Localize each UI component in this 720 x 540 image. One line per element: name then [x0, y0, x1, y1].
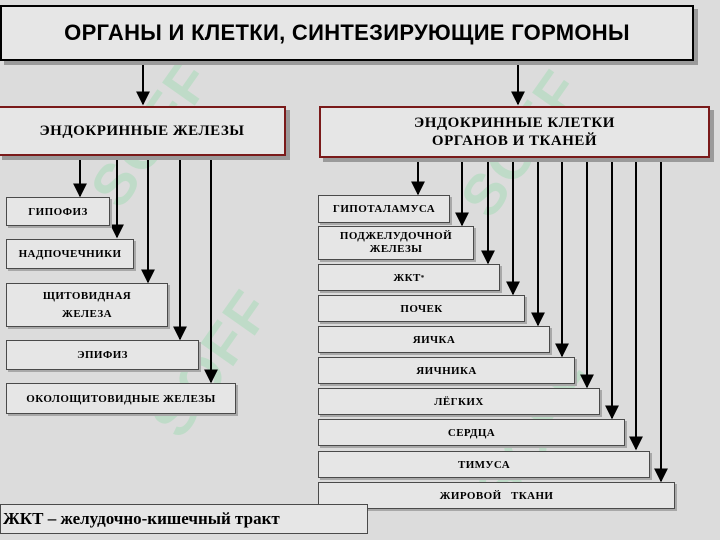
organ-thymus: ТИМУСА — [318, 451, 650, 478]
organ-hypothalamus: ГИПОТАЛАМУСА — [318, 195, 450, 223]
organ-pancreas: ПОДЖЕЛУДОЧНОЙ ЖЕЛЕЗЫ — [318, 226, 474, 260]
gland-epiphysis: ЭПИФИЗ — [6, 340, 199, 370]
endocrine-glands-header: ЭНДОКРИННЫЕ ЖЕЛЕЗЫ — [0, 106, 286, 156]
organ-heart: СЕРДЦА — [318, 419, 625, 446]
organ-gi-tract-label: ЖКТ — [393, 271, 421, 284]
endocrine-cells-header-line1: ЭНДОКРИННЫЕ КЛЕТКИ — [414, 115, 615, 131]
organ-lungs: ЛЁГКИХ — [318, 388, 600, 415]
gland-thyroid: ЩИТОВИДНАЯ ЖЕЛЕЗА — [6, 283, 168, 327]
organ-kidneys: ПОЧЕК — [318, 295, 525, 322]
footnote: ЖКТ – желудочно-кишечный тракт — [0, 504, 368, 534]
endocrine-cells-header-line2: ОРГАНОВ И ТКАНЕЙ — [431, 133, 598, 149]
gland-parathyroid: ОКОЛОЩИТОВИДНЫЕ ЖЕЛЕЗЫ — [6, 383, 236, 414]
organ-fat-tissue: ЖИРОВОЙ ТКАНИ — [318, 482, 675, 509]
organ-ovary: ЯИЧНИКА — [318, 357, 575, 384]
organ-gi-tract: ЖКТ* — [318, 264, 500, 291]
organ-testis: ЯИЧКА — [318, 326, 550, 353]
endocrine-cells-header: ЭНДОКРИННЫЕ КЛЕТКИ ОРГАНОВ И ТКАНЕЙ — [319, 106, 710, 158]
gland-adrenal: НАДПОЧЕЧНИКИ — [6, 239, 134, 269]
gland-hypophysis: ГИПОФИЗ — [6, 197, 110, 226]
page-title: ОРГАНЫ И КЛЕТКИ, СИНТЕЗИРУЮЩИЕ ГОРМОНЫ — [0, 5, 694, 61]
